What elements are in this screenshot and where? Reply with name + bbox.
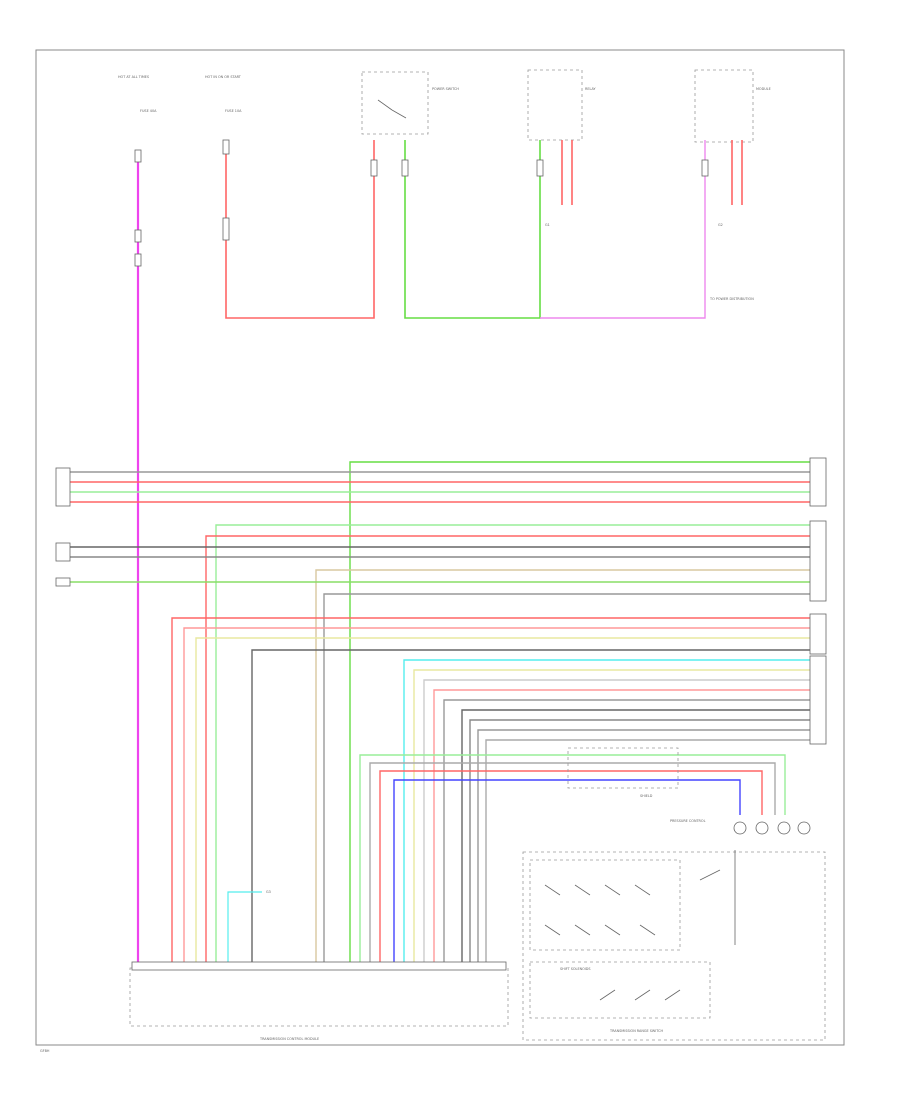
bottom-right-label: TRANSMISSION RANGE SWITCH [609,1029,663,1033]
wire-cyan-jumper [227,891,262,965]
wire-gray-bus [443,699,825,965]
connector [536,159,544,177]
wire-gray-bus [251,649,825,965]
bus-connector-right [809,613,827,655]
wire-gray-feed [369,762,776,965]
wire-lightgreen-bus [215,524,825,965]
solenoid-connector [777,821,791,835]
switch-contact-2 [391,109,407,119]
bus-connector-left [55,542,71,562]
relay-top-label: RELAY [585,87,597,91]
tcm-dashed-box [129,967,509,1027]
bus-connector-left [55,577,71,587]
connector [222,139,230,155]
connector [222,217,230,241]
inset-label: SHIELD [640,794,653,798]
wire-lightgreen-feed [359,754,786,965]
connector [701,159,709,177]
bottom-right-sub: PRESSURE CONTROL [670,819,706,823]
switch-contacts-box [529,859,681,951]
solenoid-contact [634,989,651,1001]
wire-pink-link [540,140,706,319]
connector [134,149,142,163]
switch-contact [634,884,651,896]
module-top-label: MODULE [756,87,771,91]
top-note-2: HOT IN ON OR START [205,75,242,79]
ground-2-label: G2 [718,223,723,227]
connector [134,229,142,243]
fuse-1-label: FUSE 40A [140,109,157,113]
wire-green-bus [349,461,825,965]
wire-gray-bus [461,709,825,965]
solenoid-connector [755,821,769,835]
wire-red-bus [183,627,825,965]
wire-gray-bus [469,719,825,965]
bus-connector-right [809,457,827,507]
switch-contact-1 [377,99,393,111]
wire-red-bus [433,689,825,965]
wire-gray-bus [423,679,825,965]
connector [401,159,409,177]
switch-top-label: POWER SWITCH [432,87,459,91]
switch-contact [574,884,591,896]
switch-contact [574,924,591,936]
bottom-main-label: TRANSMISSION CONTROL MODULE [259,1037,319,1041]
switch-contact [544,924,561,936]
power-switch-box [361,71,429,135]
switch-contact [544,884,561,896]
bus-connector-left [55,467,71,507]
bus-connector-right [809,520,827,602]
solenoid-box [529,961,711,1019]
top-note-1: HOT AT ALL TIMES [118,75,149,79]
mid-note: TO POWER DISTRIBUTION [709,297,754,301]
connector [370,159,378,177]
shield-dashed-box [567,747,679,789]
module-box [694,69,754,143]
wire-gray-bus [485,739,825,965]
wire-gray-bus [477,729,825,965]
wire-yellow-bus [195,637,825,965]
solenoid-contact [664,989,681,1001]
wire-blue-feed [393,779,741,965]
page-id: GFBH [40,1049,50,1053]
wire-green-loop [404,140,541,319]
solenoid-contact [599,989,616,1001]
ground-3-label: G3 [266,890,271,894]
solenoid-connector [797,821,811,835]
wire-red-loop [225,140,375,319]
switch-contact [699,869,721,881]
wire-yellow-bus [413,669,825,965]
wire-red-feed [379,770,763,965]
wire-tan-bus [315,569,825,965]
switch-contact [604,884,621,896]
range-switch-box [522,851,826,1041]
diagram-frame [35,49,845,1046]
wire-cyan-bus [403,659,825,965]
wire-gray-bus [323,593,825,965]
switch-contact [604,924,621,936]
ground-1-label: G1 [545,223,550,227]
relay-box [527,69,583,141]
bus-connector-right [809,655,827,745]
switch-contact [639,924,656,936]
connector [134,253,142,267]
solenoid-connector [733,821,747,835]
fuse-2-label: FUSE 10A [225,109,242,113]
wire-red-bus [205,535,825,965]
bottom-right-box: SHIFT SOLENOIDS [560,967,591,971]
tcm-connector-strip [131,961,507,971]
wire-red-bus [171,617,825,965]
